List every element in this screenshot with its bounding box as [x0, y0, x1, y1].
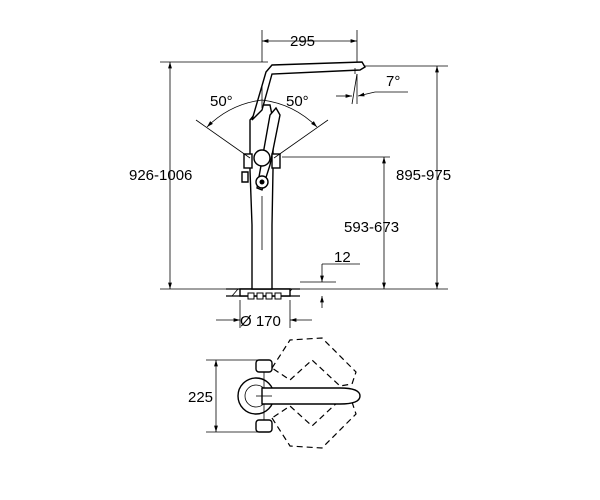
left-knob — [241, 171, 249, 183]
left-handle — [243, 153, 253, 169]
spout-angle-line — [351, 73, 358, 105]
angle7-arrow-right — [357, 91, 376, 97]
plan-boss-bottom — [255, 419, 273, 433]
label-holder-height: 593-673 — [344, 219, 399, 236]
right-handle — [271, 153, 281, 169]
lever-position-upper — [271, 337, 357, 387]
label-lever-angle-right: 50° — [286, 93, 309, 110]
plan-boss-top — [255, 359, 273, 373]
lever-position-lower — [271, 399, 357, 449]
plan-view: 225 — [188, 337, 361, 449]
base-bolts — [247, 292, 282, 300]
spout — [251, 61, 366, 121]
angle-line-left — [195, 119, 251, 159]
plan-spout — [261, 387, 361, 405]
label-spout-angle: 7° — [386, 73, 400, 90]
label-plan-depth: 225 — [188, 389, 213, 406]
angle-line-right — [273, 119, 329, 159]
label-base-offset: 12 — [334, 249, 351, 266]
diverter-center — [259, 179, 265, 185]
label-base-diameter: Ø 170 — [240, 313, 281, 330]
label-spout-reach: 295 — [290, 33, 315, 50]
label-total-height: 926-1006 — [129, 167, 192, 184]
elevation-view: 295 7° 50° 50° 926-1006 895-975 593-673 … — [129, 30, 451, 330]
label-lever-angle-left: 50° — [210, 93, 233, 110]
angle-arc-right — [261, 99, 318, 128]
mixer-body — [253, 149, 271, 167]
angle-arc-left — [206, 99, 263, 128]
label-spout-height: 895-975 — [396, 167, 451, 184]
